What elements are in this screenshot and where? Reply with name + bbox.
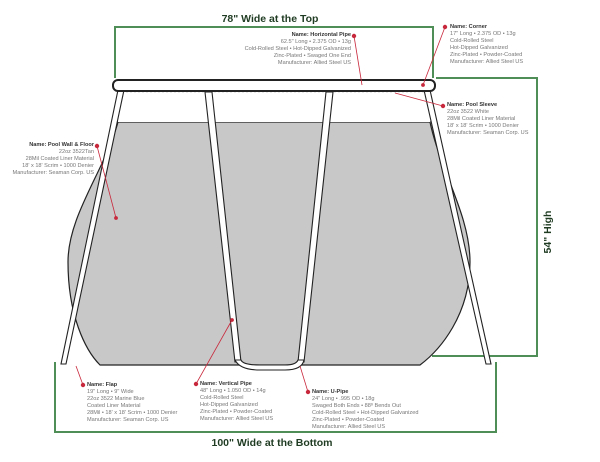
pool-wall-label: Name: Pool Wall & Floor 22oz 3522Tan 28M… <box>13 142 94 177</box>
spec-line: 48" Long • 1.050 OD • 14g <box>200 388 266 394</box>
part-name: Name: Flap <box>87 382 118 388</box>
pool-wall-marker <box>94 143 100 149</box>
spec-line: Cold-Rolled Steel • Hot-Dipped Galvanize… <box>312 410 419 416</box>
spec-line: 18' x 18' Scrim • 1000 Denier <box>447 123 519 129</box>
part-name: Name: Pool Sleeve <box>447 102 498 108</box>
spec-line: Cold-Rolled Steel <box>200 395 244 401</box>
spec-line: 18' x 18' Scrim • 1000 Denier <box>22 163 94 169</box>
pool-sleeve-marker <box>440 103 446 109</box>
spec-line: Coated Liner Material <box>87 403 141 409</box>
spec-line: Manufacturer: Seaman Corp. US <box>12 170 94 176</box>
part-name: Name: Vertical Pipe <box>200 381 252 387</box>
spec-line: 17" Long • 2.375 OD • 13g <box>450 31 516 37</box>
spec-line: Zinc-Plated • Powder-Coated <box>450 52 523 58</box>
spec-line: 24" Long • .995 OD • 18g <box>312 396 375 402</box>
spec-line: Swaged Both Ends • 88º Bends Out <box>312 403 401 409</box>
spec-line: Zinc-Plated • Powder-Coated <box>312 417 385 423</box>
spec-line: Hot-Dipped Galvanized <box>200 402 258 408</box>
bottom-width-label: 100" Wide at the Bottom <box>212 437 333 449</box>
spec-line: Manufacturer: Allied Steel US <box>312 424 386 430</box>
spec-line: Zinc-Plated • Swaged One End <box>273 53 351 59</box>
spec-line: 22oz 3522Tan <box>58 149 94 155</box>
flap-label: Name: Flap 19" Long • 9" Wide 22oz 3522 … <box>87 382 177 424</box>
u-pipe-label: Name: U-Pipe 24" Long • .995 OD • 18g Sw… <box>312 389 418 431</box>
spec-line: Manufacturer: Allied Steel US <box>450 59 524 65</box>
spec-line: Manufacturer: Allied Steel US <box>200 416 274 422</box>
bottom-dimension-bracket <box>54 362 497 433</box>
top-width-label: 78" Wide at the Top <box>222 13 319 25</box>
spec-line: Manufacturer: Seaman Corp. US <box>447 130 529 136</box>
part-name: Name: U-Pipe <box>312 389 349 395</box>
pool-sleeve-label: Name: Pool Sleeve 22oz 3522 White 28Mil … <box>447 102 528 137</box>
top-dimension-bracket <box>114 26 434 78</box>
spec-line: Manufacturer: Allied Steel US <box>277 60 351 66</box>
spec-line: 22oz 3522 White <box>447 109 489 115</box>
part-name: Name: Horizontal Pipe <box>291 32 351 38</box>
spec-line: Zinc-Plated • Powder-Coated <box>200 409 273 415</box>
corner-marker <box>442 24 448 30</box>
horizontal-pipe-marker <box>351 33 357 39</box>
spec-line: Cold-Rolled Steel <box>450 38 494 44</box>
flap-marker <box>80 382 86 388</box>
spec-line: 22oz 3522 Marine Blue <box>87 396 145 402</box>
pool-sleeve <box>118 92 430 122</box>
spec-line: Hot-Dipped Galvanized <box>450 45 508 51</box>
spec-line: Cold-Rolled Steel • Hot-Dipped Galvanize… <box>244 46 351 52</box>
part-name: Name: Pool Wall & Floor <box>29 142 94 148</box>
height-label: 54" High <box>542 211 554 254</box>
vertical-pipe-label: Name: Vertical Pipe 48" Long • 1.050 OD … <box>200 381 273 423</box>
spec-line: Manufacturer: Seaman Corp. US <box>87 417 169 423</box>
u-pipe-marker <box>305 389 311 395</box>
horizontal-pipe-label: Name: Horizontal Pipe 62.5" Long • 2.375… <box>245 32 351 67</box>
spec-line: 28Mil Coated Liner Material <box>25 156 94 162</box>
spec-line: 28Mil • 18' x 18' Scrim • 1000 Denier <box>87 410 178 416</box>
corner-label: Name: Corner 17" Long • 2.375 OD • 13g C… <box>450 24 523 66</box>
horizontal-pipe <box>112 79 436 92</box>
pool-liner <box>67 121 471 366</box>
spec-line: 62.5" Long • 2.375 OD • 13g <box>280 39 351 45</box>
spec-line: 28Mil Coated Liner Material <box>447 116 516 122</box>
u-pipe <box>234 359 305 371</box>
part-name: Name: Corner <box>450 24 487 30</box>
spec-line: 19" Long • 9" Wide <box>87 389 134 395</box>
vertical-pipe-marker <box>193 381 199 387</box>
